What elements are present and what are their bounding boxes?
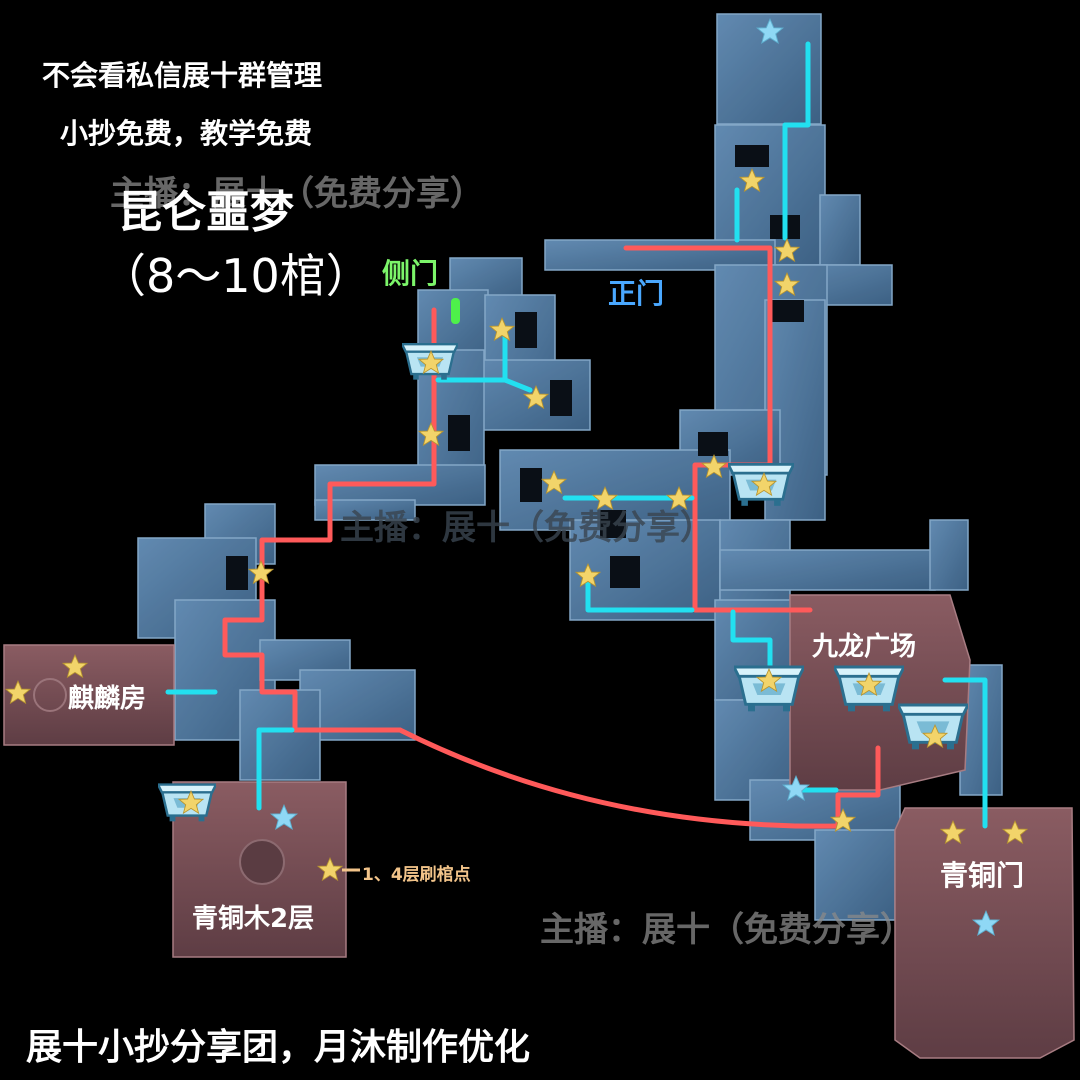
watermark-top: 主播：展十（免费分享） xyxy=(110,174,484,214)
map-title: 昆仑噩梦 xyxy=(118,187,294,238)
wall-voids xyxy=(226,145,804,590)
qingtong-gate-label: 青铜门 xyxy=(940,859,1025,892)
side-door-label: 侧门 xyxy=(382,257,439,290)
qilin-rug xyxy=(33,678,67,712)
jiulong-plaza-label: 九龙广场 xyxy=(812,632,917,662)
note-line-1: 不会看私信展十群管理 xyxy=(42,59,323,92)
coffin-spot-note: 1、4层刷棺点 xyxy=(362,865,471,885)
watermark-middle: 主播：展十（免费分享） xyxy=(340,508,714,548)
route-cyan xyxy=(165,41,988,829)
map-subtitle: （8～10棺） xyxy=(100,249,372,303)
spiral-stair xyxy=(239,839,285,885)
qilin-room-label: 麒麟房 xyxy=(68,684,147,714)
main-door-label: 正门 xyxy=(608,277,665,310)
watermark-bottom: 主播：展十（免费分享） xyxy=(540,910,914,950)
room-qingtong-gate xyxy=(894,807,1075,1059)
credit-line: 展十小抄分享团，月沐制作优化 xyxy=(26,1027,531,1068)
special-rooms xyxy=(3,594,1075,1059)
room-qilin xyxy=(3,644,175,746)
qingtong-wood-label: 青铜木2层 xyxy=(192,904,315,934)
side-door-marker xyxy=(451,298,460,324)
note-line-2: 小抄免费，教学免费 xyxy=(60,117,313,150)
